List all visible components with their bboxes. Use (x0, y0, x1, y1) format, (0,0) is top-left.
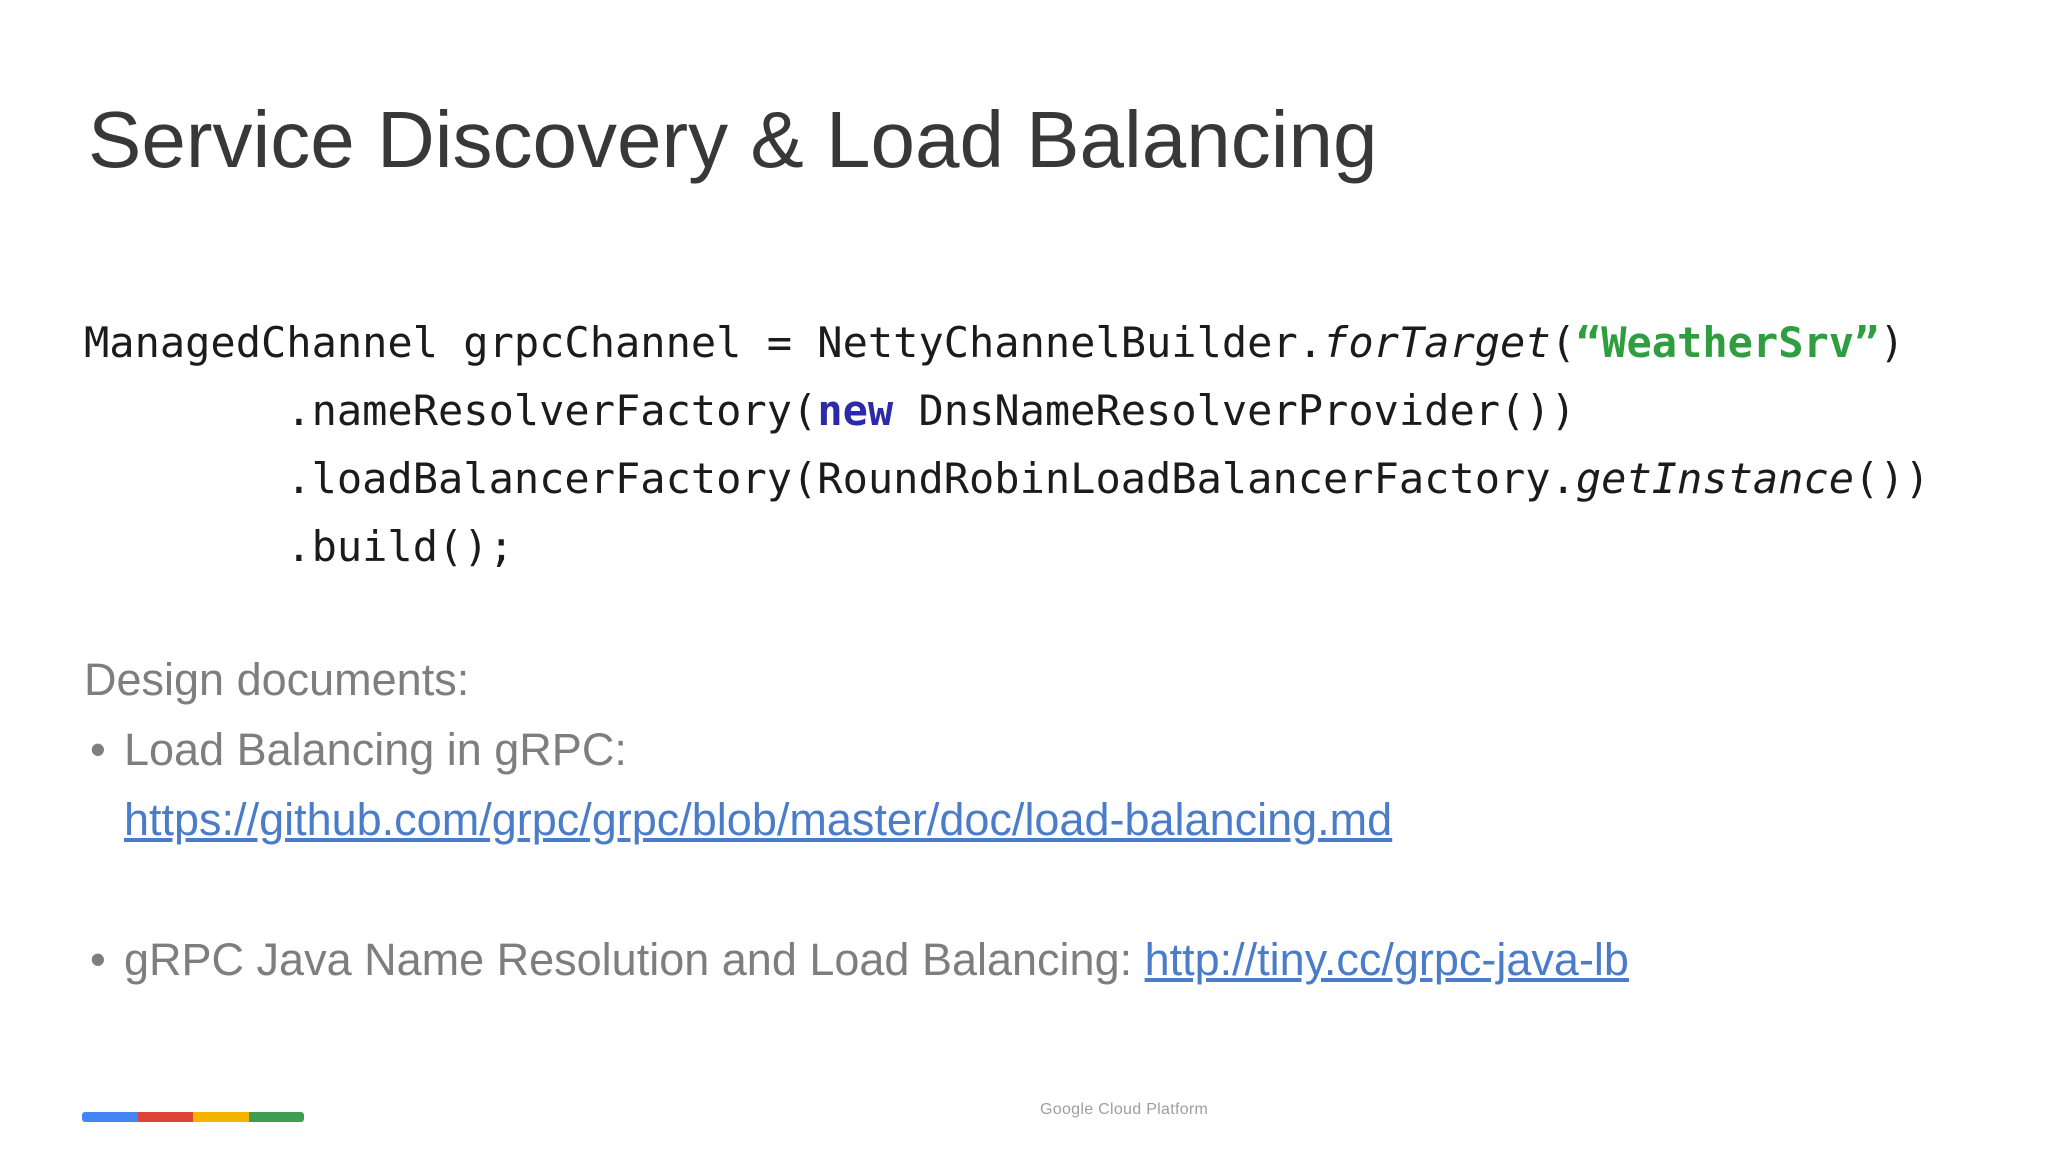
code-text: .nameResolverFactory( (84, 386, 818, 435)
bar-segment-yellow (193, 1112, 249, 1122)
google-color-bar (82, 1112, 304, 1122)
design-documents-label: Design documents: (84, 654, 470, 705)
bullet1-text: Load Balancing in gRPC: (124, 724, 627, 775)
bullet-icon: • (90, 724, 106, 775)
bullet2-text: gRPC Java Name Resolution and Load Balan… (124, 934, 1145, 985)
code-line-1: ManagedChannel grpcChannel = NettyChanne… (84, 309, 1930, 377)
bar-segment-red (137, 1112, 193, 1122)
code-line-3: .loadBalancerFactory(RoundRobinLoadBalan… (84, 445, 1930, 513)
code-line-2: .nameResolverFactory(new DnsNameResolver… (84, 377, 1930, 445)
list-item-load-balancing: • Load Balancing in gRPC: https://github… (84, 715, 1629, 855)
code-text: .build(); (84, 522, 514, 571)
bar-segment-blue (82, 1112, 138, 1122)
code-text: ManagedChannel grpcChannel = NettyChanne… (84, 318, 1324, 367)
keyword-new: new (817, 386, 894, 435)
code-text: DnsNameResolverProvider()) (893, 386, 1576, 435)
code-text: .loadBalancerFactory(RoundRobinLoadBalan… (84, 454, 1576, 503)
method-fortarget: forTarget (1323, 318, 1551, 367)
bullet-icon: • (90, 934, 106, 985)
string-literal-weathersrv: “WeatherSrv” (1575, 318, 1880, 367)
link-load-balancing-doc[interactable]: https://github.com/grpc/grpc/blob/master… (124, 794, 1393, 845)
code-text: ) (1879, 318, 1905, 367)
link-tiny-cc[interactable]: http://tiny.cc/grpc-java-lb (1144, 934, 1629, 985)
list-item-name-resolution: • gRPC Java Name Resolution and Load Bal… (84, 925, 1629, 995)
code-text: ( (1550, 318, 1576, 367)
page-title: Service Discovery & Load Balancing (88, 95, 1378, 184)
code-line-4: .build(); (84, 513, 1930, 581)
method-getinstance: getInstance (1575, 454, 1855, 503)
bar-segment-green (248, 1112, 304, 1122)
spacer (84, 855, 1629, 925)
code-block: ManagedChannel grpcChannel = NettyChanne… (84, 309, 1930, 581)
footer-brand-text: Google Cloud Platform (1040, 1101, 1209, 1118)
code-text: ()) (1854, 454, 1930, 503)
design-documents-section: Design documents: • Load Balancing in gR… (84, 645, 1629, 995)
